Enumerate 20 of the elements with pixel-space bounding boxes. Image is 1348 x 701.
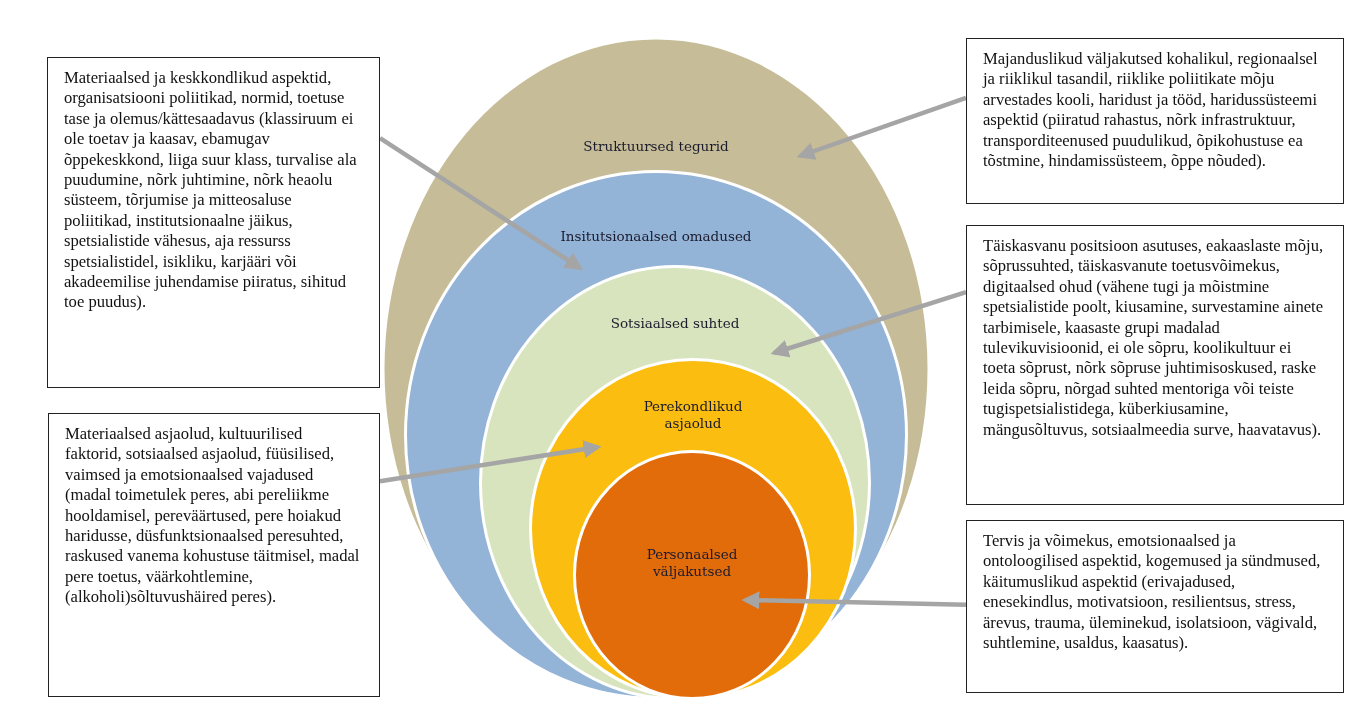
text-box: Materiaalsed asjaolud, kultuurilised faktorid, sotsiaalsed asjaolud, füüsilised, vaimsed ja emotsionaalsed vajadused (madal toimetulek peres, abi pereliikme hooldamisel, pereväärtused, pere hoiakud haridusse, düsfunktsionaalsed peresuhted, raskused vanema kohustuse täitmisel, madal pere toetus, väärkohtlemine, (alkoholi)sõltuvushäired peres). (48, 413, 380, 697)
ring (529, 358, 857, 700)
outer-ring (383, 38, 929, 700)
text-box: Täiskasvanu positsioon asutuses, eakaaslaste mõju, sõprussuhted, täiskasvanute toetusvõimekus, digitaalsed ohud (vähene tugi ja mõistmine spetsialistide poolt, kiusamine, survestamine ainete tarbimisele, kaasaste grupi madalad tulevikuvisioonid, ei ole sõpru, koolikultuur ei toeta sõprust, nõrk sõpruse juhtimisoskused, raske leida sõpru, nõrgad suhted mentoriga või teiste tugispetsialistidega, küberkiusamine, mängusõltuvus, sotsiaalmeedia surve, haavatavus). (966, 225, 1344, 505)
ring-label: Struktuursed tegurid (583, 138, 729, 155)
text-box: Majanduslikud väljakutsed kohalikul, regionaalsel ja riiklikul tasandil, riiklike poliitikate mõju arvestades kooli, haridust ja tööd, haridussüsteemi aspektid (piiratud rahastus, nõrk infrastruktuur, transporditeenused puudulikud, õpikohustuse ea tõstmine, hindamissüsteem, õppe nõuded). (966, 38, 1344, 204)
ring-label: Insitutsionaalsed omadused (560, 228, 752, 245)
ring (404, 170, 908, 700)
text-box: Materiaalsed ja keskkondlikud aspektid, organisatsiooni poliitikad, normid, toetuse tase ja olemus/kättesaadavus (klassiruum ei ole toetav ja kaasav, ebamugav õppekeskkond, liiga suur klass, turvalise ala puudumine, nõrk juhtimine, nõrk heaolu süsteem, tõrjumise ja mitteosaluse poliitikad, institutsionaalne jäikus, spetsialistide vähesus, aja ressurss spetsialistidel, isikliku, karjääri või akadeemilise juhendamise piiratus, sihitud toe puudus). (47, 57, 380, 388)
text-box: Tervis ja võimekus, emotsionaalsed ja ontoloogilised aspektid, kogemused ja sündmused, käitumuslikud aspektid (erivajadused, enesekindlus, motivatsioon, resilientsus, stress, ärevus, trauma, üleminekud, isolatsioon, vägivald, suhtlemine, usaldus, kaasatus). (966, 520, 1344, 693)
arrow (378, 136, 583, 270)
arrow (741, 591, 967, 610)
arrow (379, 440, 602, 484)
arrow (796, 95, 967, 160)
ring-label: Perekondlikud asjaolud (642, 398, 744, 432)
ring (479, 265, 871, 700)
ring-label: Sotsiaalsed suhted (610, 315, 740, 332)
center-circle (573, 450, 811, 700)
ring-label: Personaalsed väljakutsed (645, 546, 739, 580)
arrow (770, 290, 967, 358)
